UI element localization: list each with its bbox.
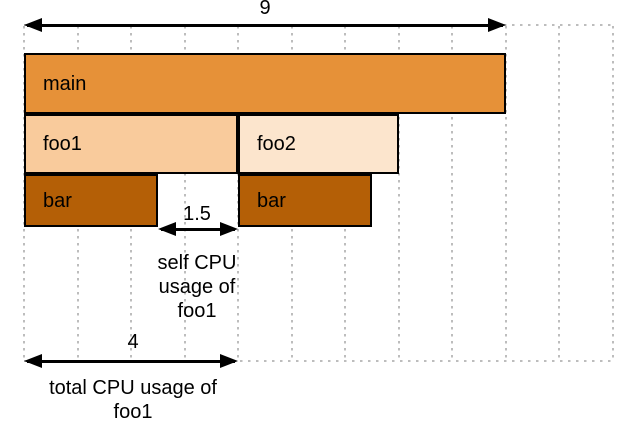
frame-bar1-label: bar — [43, 189, 72, 212]
gridline-vertical — [611, 26, 614, 361]
frame-foo2: foo2 — [238, 114, 399, 174]
arrow-shaft — [160, 227, 235, 231]
gridline-vertical — [504, 26, 507, 361]
measurement-value-9: 9 — [259, 0, 271, 19]
frame-bar-under-foo2: bar — [238, 174, 372, 227]
measurement-value-4: 4 — [127, 331, 139, 353]
self-cpu-usage-caption: self CPU usage of foo1 — [157, 252, 237, 322]
arrowhead-right-icon — [220, 354, 238, 368]
gridline-vertical — [451, 26, 453, 361]
total-usage-arrow — [24, 354, 238, 368]
arrowhead-right-icon — [487, 18, 506, 32]
frame-foo1: foo1 — [24, 114, 238, 174]
gridline-horizontal — [24, 360, 613, 362]
gridline-vertical — [397, 26, 400, 361]
frame-main: main — [24, 53, 506, 114]
self-usage-arrow — [157, 222, 238, 236]
frame-bar-under-foo1: bar — [24, 174, 158, 227]
frame-main-label: main — [43, 72, 87, 95]
frame-bar2-label: bar — [257, 189, 286, 212]
gridline-vertical — [183, 26, 186, 361]
arrow-shaft — [27, 359, 235, 363]
measurement-value-1-5: 1.5 — [183, 203, 211, 225]
total-width-arrow — [24, 18, 506, 32]
frame-foo2-label: foo2 — [257, 133, 296, 155]
total-cpu-usage-caption: total CPU usage of foo1 — [49, 377, 217, 423]
arrow-shaft — [27, 23, 503, 27]
gridline-vertical — [558, 26, 560, 361]
arrowhead-right-icon — [220, 222, 238, 236]
frame-foo1-label: foo1 — [43, 133, 82, 155]
